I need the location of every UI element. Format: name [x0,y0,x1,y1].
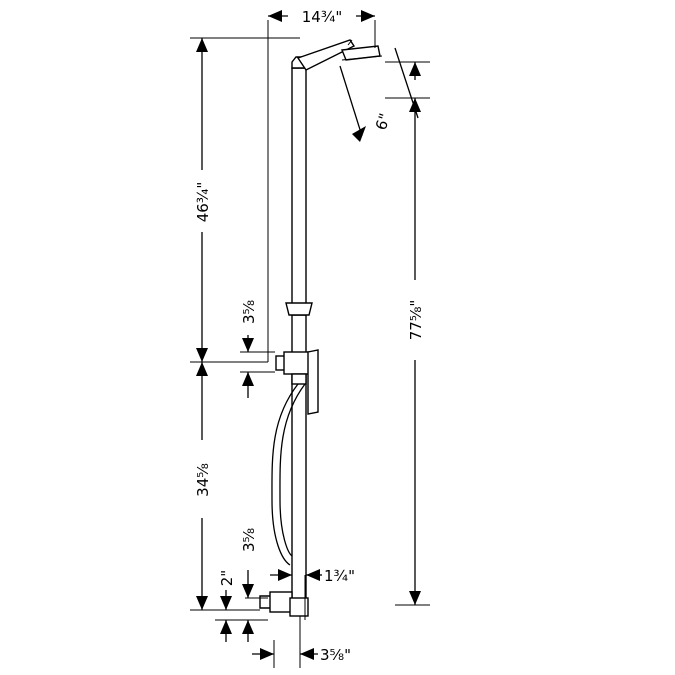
slide-collar [285,302,313,316]
shower-head [341,39,383,61]
riser-width-label: 1¾" [324,567,355,585]
riser-base [289,597,309,617]
dimension-upper-height: 46¾" [192,38,212,362]
upper-height-label: 46¾" [194,182,212,223]
width-top-label: 14¾" [302,8,343,26]
shower-column [259,39,383,617]
head-diameter-label: 6" [372,111,394,132]
dimension-head-diameter: 6" [339,47,419,142]
handshower [307,349,319,415]
dimension-valve-spacing-upper: 3⅝ [240,300,258,398]
lower-height-label: 34⅝ [194,463,212,497]
riser-pipe [291,67,307,306]
dimension-bottom-projection: 3⅝" [252,646,351,664]
bottom-offset-label: 2" [218,570,236,586]
shower-arm [296,39,356,71]
extension-lines [190,20,430,668]
dimension-lower-height: 34⅝ [192,362,212,610]
valve-spacing-upper-label: 3⅝ [240,300,258,324]
dimension-valve-spacing-lower: 3⅝ [240,528,258,642]
dimension-overall-height: 77⅝" [404,62,426,605]
bottom-projection-label: 3⅝" [320,646,351,664]
overall-height-label: 77⅝" [407,300,425,341]
handshower-holder [291,373,307,385]
dimension-bottom-offset: 2" [218,570,236,642]
dimension-width-top: 14¾" [268,6,375,26]
handshower-hose [271,383,299,566]
valve-spacing-lower-label: 3⅝ [240,528,258,552]
dimension-riser-width: 1¾" [270,567,355,585]
